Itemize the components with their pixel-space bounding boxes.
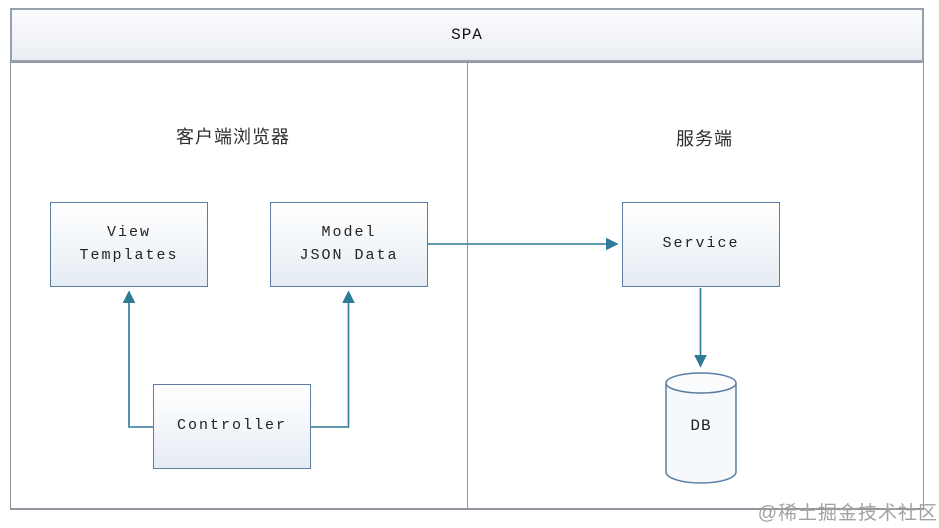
section-divider-line — [467, 62, 468, 510]
diagram-title: SPA — [451, 26, 483, 44]
node-controller: Controller — [153, 384, 311, 469]
node-view-templates: View Templates — [50, 202, 208, 287]
client-section-label: 客户端浏览器 — [176, 127, 290, 147]
node-service: Service — [622, 202, 780, 287]
diagram-title-bar: SPA — [10, 8, 924, 62]
node-db-label: DB — [690, 417, 712, 435]
server-section-label: 服务端 — [676, 129, 733, 149]
watermark: @稀土掘金技术社区 — [757, 503, 938, 524]
node-model-json-data: Model JSON Data — [270, 202, 428, 287]
